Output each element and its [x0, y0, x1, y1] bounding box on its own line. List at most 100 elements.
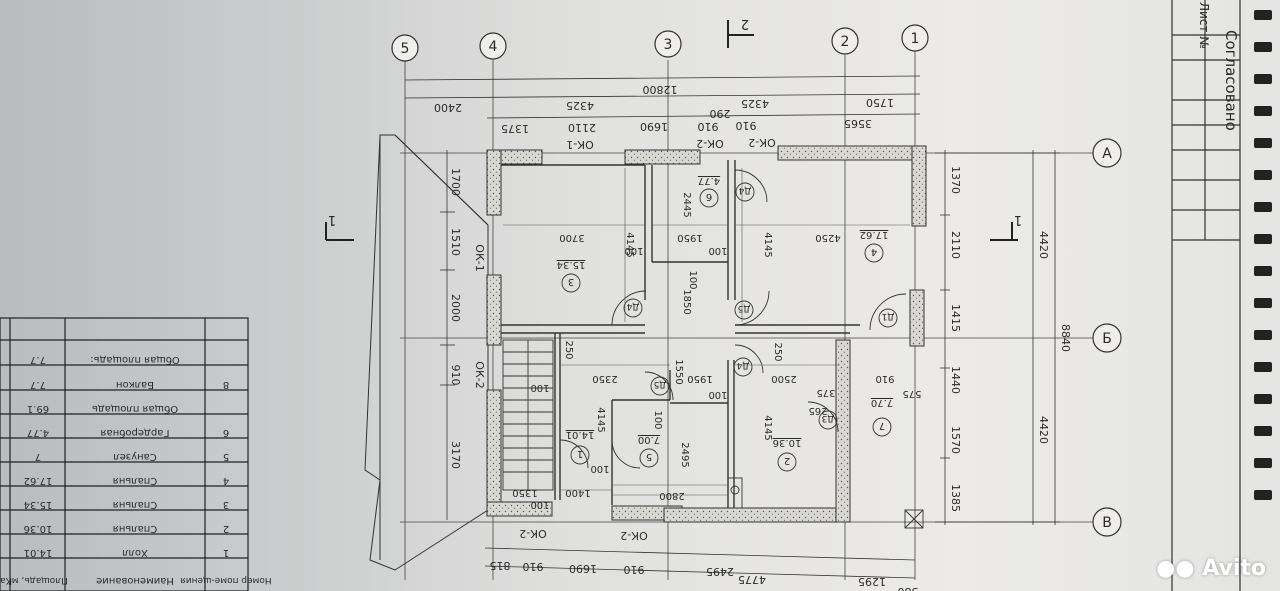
opening-ok2-left: ОК-2: [473, 361, 486, 388]
inner-dim-29: 100: [590, 463, 609, 474]
cell-area: 7: [35, 451, 41, 462]
bottom-dim-r1-2: 1690: [569, 562, 597, 575]
inner-dim-30: 100: [530, 499, 549, 510]
right-dim-overall: 8840: [1059, 324, 1072, 352]
door-swings: [559, 169, 907, 469]
right-dim-s3: 1440: [949, 366, 962, 394]
inner-dim-13: 250: [563, 340, 574, 359]
explication-table: [0, 317, 249, 591]
bottom-dim-r2-0: 4775: [738, 573, 766, 586]
fixtures: [727, 477, 924, 529]
bottom-dim-r3-0: 380: [898, 585, 919, 591]
bottom-dimension-lines: [484, 547, 916, 579]
door-label-d5-b: Д5: [654, 379, 667, 389]
table-row-6: 6 Гардеробная 4.77: [27, 427, 229, 438]
right-dim-s1: 2110: [949, 231, 962, 259]
exterior-walls: [486, 145, 927, 523]
cell-area: 7.7: [30, 354, 46, 365]
cell-area: 15.34: [24, 499, 53, 510]
cell-no: 5: [223, 451, 229, 462]
avito-logo-icon: ●●: [1156, 556, 1195, 581]
room-no-7: 7: [879, 420, 885, 431]
inner-dim-22: 4145: [762, 415, 773, 440]
right-dim-s2: 1415: [949, 304, 962, 332]
inner-dim-17: 375: [816, 387, 835, 398]
cell-area: 17.62: [24, 475, 53, 486]
cell-area: 10.36: [24, 523, 53, 534]
inner-dim-7: 4145: [762, 232, 773, 257]
inner-dimension-lines: [503, 168, 910, 496]
inner-dim-0: 3700: [559, 232, 584, 243]
table-row-3: 3 Спальня 15.34: [24, 499, 230, 510]
axis-label-B: Б: [1102, 331, 1112, 347]
axis-label-1: 1: [911, 31, 920, 47]
top-dim-r1-1: 4325: [566, 99, 594, 112]
top-dim-r2-1: 2110: [568, 121, 596, 134]
table-row-8: 8 Балкон 7.7: [30, 379, 229, 390]
stamp-sheet: Лист №: [1197, 2, 1211, 49]
left-dim-0: 1700: [449, 168, 462, 196]
cell-no: 3: [223, 499, 229, 510]
table-row-5: 5 Санузел 7: [35, 451, 229, 462]
top-dimension-lines: [404, 75, 921, 119]
inner-dim-1: 4145: [624, 232, 635, 257]
inner-dim-20: 265: [808, 405, 827, 416]
inner-dim-15: 250: [772, 342, 783, 361]
cell-name: Холл: [122, 547, 148, 558]
cell-area: 7.7: [30, 379, 46, 390]
interior-walls: [501, 160, 860, 508]
top-dim-r2-2: 1690: [640, 120, 668, 133]
title-block-frame: [1171, 0, 1241, 591]
inner-dim-25: 1400: [565, 487, 590, 498]
top-dim-r1-0: 2400: [434, 101, 462, 114]
inner-dim-8: 4250: [815, 232, 840, 243]
bottom-dim-r1-3: 910: [624, 563, 645, 576]
cell-no: 1: [223, 547, 229, 558]
top-dim-r2-4: 910: [736, 119, 757, 132]
cell-no: 4: [223, 475, 229, 486]
inner-dim-16: 2500: [771, 373, 796, 384]
cell-name: Общая площадь:: [90, 354, 180, 365]
section-markers: [325, 20, 1018, 241]
table-header-name: Наименование: [96, 575, 174, 586]
avito-watermark: ●● Avito: [1156, 556, 1266, 581]
door-markers: [623, 182, 898, 430]
inner-dim-11: 1950: [687, 373, 712, 384]
room-area-1: 14.01: [566, 429, 595, 440]
inner-dim-19: 575: [902, 388, 921, 399]
right-dim-half-b: 4420: [1037, 416, 1050, 444]
section-mark-top: 2: [741, 16, 749, 31]
cell-area: 14.01: [24, 547, 53, 558]
top-dim-r1-2: 4325: [741, 97, 769, 110]
section-mark-left: 1: [328, 212, 336, 227]
staircase: [502, 339, 554, 491]
inner-dim-27: 100: [530, 382, 549, 393]
inner-dim-2: 1950: [677, 232, 702, 243]
axis-label-4: 4: [489, 39, 498, 55]
axis-label-3: 3: [664, 37, 673, 53]
inner-dim-24: 100: [652, 410, 663, 429]
cell-name: Спальня: [113, 523, 158, 534]
door-label-d4-a: Д4: [626, 301, 639, 311]
right-dimension-lines: [935, 150, 1060, 525]
right-dim-s4: 1570: [949, 426, 962, 454]
inner-dim-9: 1850: [681, 289, 692, 314]
cell-no: 6: [223, 427, 229, 438]
room-area-3: 15.34: [557, 259, 586, 270]
axis-label-2: 2: [841, 34, 850, 50]
top-dim-r1-3: 1750: [866, 96, 894, 109]
cell-name: Гардеробная: [101, 427, 170, 438]
inner-dim-10: 1550: [673, 359, 684, 384]
opening-ok1-top: ОК-1: [566, 138, 593, 151]
table-header-ka: Ка: [0, 575, 12, 585]
room-area-4: 17.62: [860, 229, 889, 240]
inner-dim-14: 2350: [592, 373, 617, 384]
table-header-number: Номер поме-щения: [180, 575, 271, 585]
inner-dim-21: 4145: [595, 407, 606, 432]
door-label-d5-a: Д5: [738, 303, 751, 313]
opening-ok2-bottom-a: ОК-2: [519, 527, 546, 540]
left-dim-2: 2000: [449, 294, 462, 322]
